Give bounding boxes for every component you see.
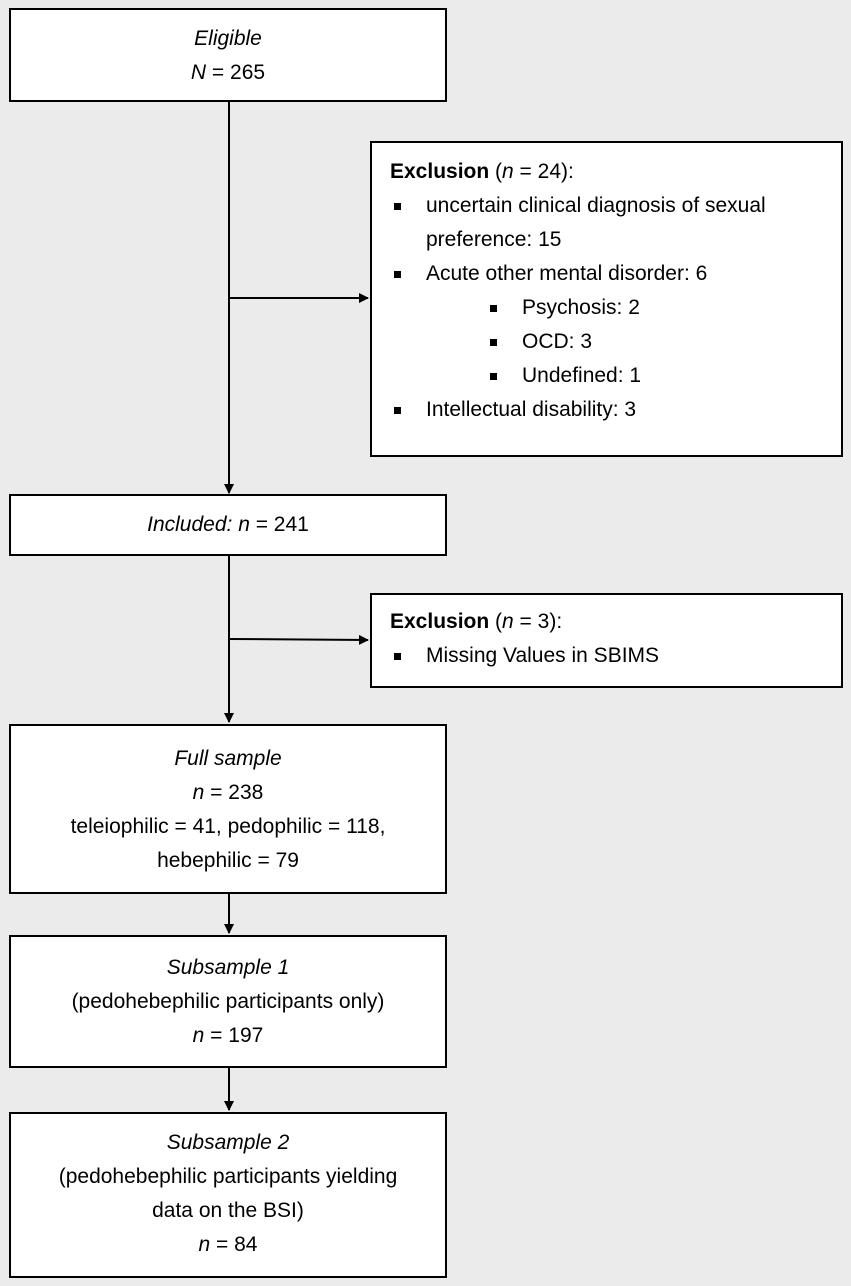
included-n-value: = 241: [249, 513, 309, 536]
included-box: Included: n = 241: [9, 494, 447, 556]
subsample-1-label: Subsample 1: [166, 956, 290, 979]
eligible-n-value: = 265: [206, 61, 266, 84]
eligible-box: Eligible N = 265: [9, 8, 447, 102]
exclusion-box-2: Exclusion (n = 3): Missing Values in SBI…: [370, 593, 843, 688]
exclusion-reason-item: uncertain clinical diagnosis of sexual: [390, 189, 841, 223]
eligible-n-var: N: [190, 61, 207, 84]
exclusion-1-title: Exclusion: [390, 160, 490, 183]
eligible-label: Eligible: [194, 27, 262, 50]
exclusion-reason-item: Missing Values in SBIMS: [390, 639, 841, 673]
subsample-2-n-value: = 84: [210, 1233, 258, 1256]
full-sample-n-value: = 238: [204, 781, 264, 804]
full-sample-breakdown-2: hebephilic = 79: [157, 849, 299, 872]
subsample-2-description-2: data on the BSI): [152, 1199, 304, 1222]
subsample-1-box: Subsample 1 (pedohebephilic participants…: [9, 935, 447, 1068]
exclusion-reason-item: Intellectual disability: 3: [390, 393, 841, 427]
full-sample-breakdown-1: teleiophilic = 41, pedophilic = 118,: [70, 815, 386, 838]
exclusion-2-title: Exclusion: [390, 610, 490, 633]
subsample-1-description: (pedohebephilic participants only): [71, 990, 385, 1013]
full-sample-box: Full sample n = 238 teleiophilic = 41, p…: [9, 724, 447, 894]
subsample-2-description-1: (pedohebephilic participants yielding: [58, 1165, 398, 1188]
subsample-1-n-value: = 197: [204, 1024, 264, 1047]
subsample-2-box: Subsample 2 (pedohebephilic participants…: [9, 1112, 447, 1278]
exclusion-reason-item: Psychosis: 2: [390, 291, 841, 325]
exclusion-1-heading: Exclusion (n = 24):: [390, 160, 574, 183]
included-label: Included:: [147, 513, 233, 536]
exclusion-reason-item: preference: 15: [426, 228, 562, 251]
exclusion-reason-item: Acute other mental disorder: 6: [390, 257, 841, 291]
exclusion-box-1: Exclusion (n = 24): uncertain clinical d…: [370, 141, 843, 457]
exclusion-2-heading: Exclusion (n = 3):: [390, 610, 563, 633]
exclusion-2-list: Missing Values in SBIMS: [390, 639, 841, 673]
exclusion-1-list: uncertain clinical diagnosis of sexual pr…: [390, 189, 841, 427]
exclusion-reason-item: OCD: 3: [390, 325, 841, 359]
arrow-to-exclusion-2: [228, 634, 369, 645]
subsample-2-label: Subsample 2: [166, 1131, 290, 1154]
exclusion-reason-item: Undefined: 1: [390, 359, 841, 393]
full-sample-label: Full sample: [174, 747, 282, 770]
